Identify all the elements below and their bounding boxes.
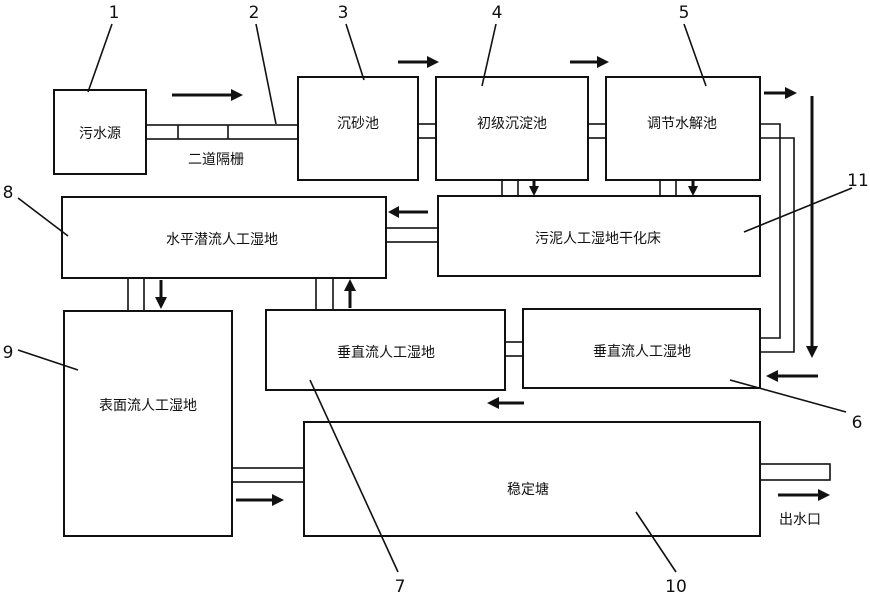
unit-hydrolysis-tank xyxy=(605,76,761,181)
label-grit-chamber: 沉砂池 xyxy=(337,116,379,132)
ref-number-3: 3 xyxy=(338,3,349,23)
leader-10 xyxy=(635,511,677,573)
unit-primary-sedimentation xyxy=(435,76,589,181)
flow-arrow-into-vertical-6 xyxy=(766,370,818,382)
unit-stabilization-pond xyxy=(303,421,761,537)
label-horizontal-subsurface-wetland: 水平潜流人工湿地 xyxy=(166,232,278,248)
ref-number-5: 5 xyxy=(679,3,690,23)
unit-sludge-drying-bed xyxy=(437,195,761,277)
label-outlet: 出水口 xyxy=(779,512,821,528)
ref-number-2: 2 xyxy=(249,3,260,23)
flow-arrow-vertical7-up xyxy=(344,279,356,308)
leader-3 xyxy=(345,23,365,81)
unit-horizontal-subsurface-wetland xyxy=(61,196,387,279)
pipe-grit-to-primary xyxy=(417,123,437,139)
flow-arrow-hydrolysis-sludge-down xyxy=(688,180,698,196)
leader-2 xyxy=(255,23,277,125)
pipe-hydrolysis-to-vertical-inner xyxy=(760,137,795,353)
leader-5 xyxy=(683,23,707,87)
ref-number-11: 11 xyxy=(847,171,869,191)
pipe-hydrolysis-to-vertical-outer xyxy=(760,123,781,339)
leader-8 xyxy=(17,197,69,237)
leader-6 xyxy=(729,379,847,413)
ref-number-7: 7 xyxy=(395,577,406,595)
pipe-surface-to-pond xyxy=(231,467,305,483)
flow-arrow-outlet xyxy=(778,489,830,501)
unit-vertical-flow-wetland-6 xyxy=(522,308,761,389)
pipe-hydrolysis-sludge xyxy=(659,179,677,198)
label-vertical-flow-wetland-7: 垂直流人工湿地 xyxy=(337,344,435,361)
pipe-vertical6-to-vertical7 xyxy=(504,341,524,357)
label-sludge-drying-bed: 污泥人工湿地干化床 xyxy=(535,231,661,247)
unit-surface-flow-wetland xyxy=(63,310,233,537)
flow-arrow-hydrolysis-out xyxy=(764,87,797,99)
leader-4 xyxy=(481,23,497,87)
ref-number-9: 9 xyxy=(3,343,14,363)
flow-arrow-primary-sludge-down xyxy=(529,180,539,196)
leader-1 xyxy=(87,23,113,93)
unit-grit-chamber xyxy=(297,76,419,181)
flow-arrow-horizontal-down xyxy=(155,280,167,309)
ref-number-8: 8 xyxy=(3,183,14,203)
flow-arrow-primary-to-hydrolysis xyxy=(570,56,609,68)
label-stabilization-pond: 稳定塘 xyxy=(507,482,549,498)
pipe-primary-to-hydrolysis xyxy=(587,123,607,139)
flow-arrow-grit-to-primary xyxy=(398,56,439,68)
pipe-pond-to-outlet xyxy=(759,463,831,481)
ref-number-6: 6 xyxy=(852,413,863,433)
pipe-primary-sludge xyxy=(501,179,519,198)
unit-sewage-source xyxy=(53,89,147,175)
ref-number-4: 4 xyxy=(492,3,503,23)
flow-arrow-sludge-bed-to-horizontal xyxy=(388,206,428,218)
label-hydrolysis-tank: 调节水解池 xyxy=(647,116,717,132)
flow-arrow-down-right xyxy=(806,96,818,358)
label-surface-flow-wetland: 表面流人工湿地 xyxy=(99,398,197,414)
pipe-source-to-grit xyxy=(145,124,299,140)
label-grille: 二道隔栅 xyxy=(188,152,244,168)
leader-9 xyxy=(17,349,79,371)
leader-7 xyxy=(309,379,399,573)
pipe-vertical7-to-horizontal xyxy=(315,277,334,311)
pipe-sludge-bed-to-horizontal xyxy=(385,227,439,243)
label-vertical-flow-wetland-6: 垂直流人工湿地 xyxy=(593,343,691,360)
ref-number-10: 10 xyxy=(665,577,687,595)
unit-vertical-flow-wetland-7 xyxy=(265,309,506,391)
label-primary-sedimentation: 初级沉淀池 xyxy=(477,115,547,132)
flow-arrow-vertical6-to-vertical7 xyxy=(487,397,524,409)
leader-11 xyxy=(743,187,853,233)
ref-number-1: 1 xyxy=(109,3,120,23)
flow-arrow-source-to-grit xyxy=(172,89,243,101)
label-sewage-source: 污水源 xyxy=(79,126,121,142)
pipe-horizontal-to-surface xyxy=(127,277,145,312)
flow-arrow-surface-to-pond xyxy=(236,494,284,506)
